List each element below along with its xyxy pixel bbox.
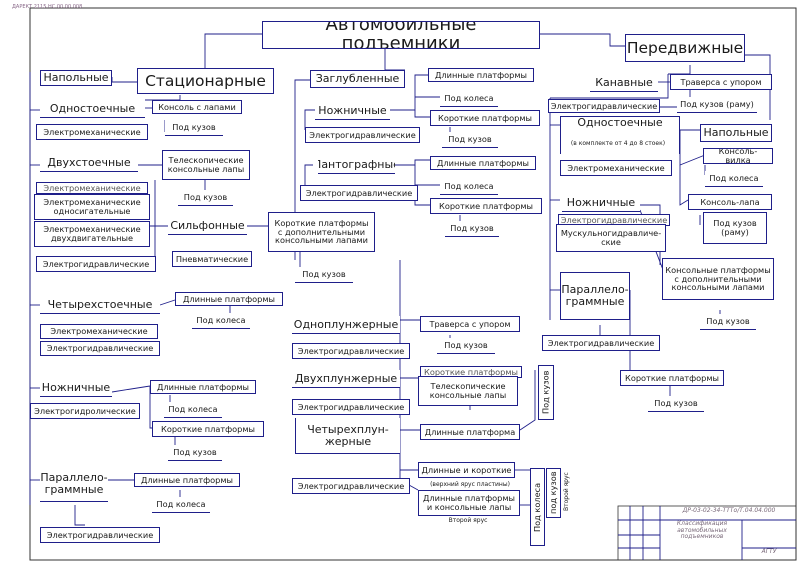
node-mobile: Передвижные	[625, 34, 745, 62]
node-mobile-scissor-body: Под кузов	[700, 314, 756, 330]
node-recessed-pantograph: Пантографные	[318, 156, 395, 174]
node-stationary-two-post: Двухстоечные	[40, 154, 138, 172]
node-vertical-wheel: Под колеса	[530, 468, 545, 546]
node-pit-traverse: Траверса с упором	[670, 74, 772, 90]
node-mobile-parallel-drive: Электрогидравлические	[542, 335, 660, 351]
node-single-post-drive: Электромеханические	[36, 124, 148, 140]
node-four-post-drive-2: Электрогидравлические	[40, 341, 160, 356]
node-recessed-scissor-wheel: Под колеса	[440, 91, 498, 107]
node-four-post-platforms: Длинные платформы	[175, 292, 283, 306]
node-parallel-wheel: Под колеса	[152, 497, 210, 513]
node-stationary: Стационарные	[137, 68, 274, 94]
node-floor-fork: Консоль-вилка	[703, 148, 773, 164]
node-mobile-scissor-drive-2: Мускульногидравличе- ские	[556, 224, 666, 252]
node-bellows-platforms: Короткие платформы с дополнительными кон…	[268, 212, 375, 252]
node-recessed: Заглубленные	[310, 70, 405, 88]
node-parallel-long: Длинные платформы	[134, 473, 240, 487]
node-scissor-body: Под кузов	[168, 445, 222, 461]
node-one-plunger-traverse: Траверса с упором	[420, 316, 520, 332]
node-stationary-bellows: Сильфонные	[168, 217, 247, 235]
node-mobile-parallel-short: Короткие платформы	[620, 370, 724, 386]
node-vertical-body-1: Под кузов	[538, 365, 554, 420]
node-parallel-drive: Электрогидравлические	[40, 527, 160, 543]
node-two-plunger-telescopic: Телескопические консольные лапы	[418, 376, 518, 406]
node-stationary-four-post: Четырехстоечные	[40, 296, 160, 314]
node-vertical-second-tier: Второй ярус	[562, 468, 572, 516]
node-stationary-parallel: Параллело- граммные	[40, 466, 108, 502]
node-four-post-wheel: Под колеса	[192, 313, 250, 329]
node-stationary-single-post: Одностоечные	[40, 100, 145, 118]
node-scissor-long: Длинные платформы	[150, 380, 256, 394]
node-floor-wheel: Под колеса	[705, 171, 763, 187]
node-single-post-console: Консоль с лапами	[152, 100, 242, 114]
node-mobile-scissor: Ножничные	[562, 194, 640, 212]
node-recessed-scissor-long: Длинные платформы	[428, 68, 534, 82]
node-pit-body: Под кузов (раму)	[677, 97, 757, 113]
node-four-plunger-long: Длинные платформа	[420, 424, 520, 440]
node-single-post-body: Под кузов	[165, 120, 223, 136]
node-scissor-drive: Электрогидролические	[30, 403, 140, 419]
node-one-plunger-body: Под кузов	[437, 338, 495, 354]
node-mobile-parallel-body: Под кузов	[648, 396, 704, 412]
node-scissor-wheel: Под колеса	[164, 402, 222, 418]
node-two-post-drive-1: Электромеханические односигательные	[34, 194, 150, 220]
node-pantograph-wheel: Под колеса	[440, 179, 498, 195]
node-two-post-drive-2: Электромеханические двухдвигательные	[34, 221, 150, 247]
node-mobile-scissor-platforms: Консольные платформы с дополнительными к…	[662, 258, 774, 300]
node-recessed-scissor-short: Короткие платформы	[430, 110, 540, 126]
node-mobile-parallel: Параллело- граммные	[560, 272, 630, 320]
node-four-plunger-long-short: Длинные и короткие	[418, 462, 515, 478]
node-recessed-two-plunger: Двухплунжерные	[292, 370, 400, 388]
node-four-post-drive-1: Электромеханические	[40, 324, 158, 339]
diagram-title: Автомобильные подъемники	[262, 21, 540, 49]
node-stationary-scissor: Ножничные	[40, 379, 112, 397]
node-stationary-floor: Напольные	[40, 70, 112, 86]
node-mobile-pit: Канавные	[590, 74, 658, 92]
stamp-org: АГТУ	[761, 548, 777, 555]
node-two-post-drive-3: Электрогидравлические	[36, 256, 156, 272]
node-one-plunger-drive: Электрогидравлические	[292, 343, 410, 359]
node-recessed-one-plunger: Одноплунжерные	[292, 316, 400, 334]
node-mobile-single-post-drive: Электромеханические	[560, 160, 672, 176]
node-bellows-drive: Пневматические	[172, 251, 252, 267]
node-pantograph-long: Длинные платформы	[430, 156, 536, 170]
corner-note: ДАРЕКТ 2115.НС.00.00.008	[12, 4, 83, 10]
node-bellows-body: Под кузов	[295, 267, 353, 283]
node-four-plunger-long-console: Длинные платформы и консольные лапы	[418, 490, 520, 516]
node-two-post-drive-ghost: Электромеханические	[36, 182, 148, 194]
node-mobile-floor: Напольные	[700, 124, 772, 142]
node-four-plunger-drive: Электрогидравлические	[292, 478, 410, 494]
node-recessed-scissor-drive: Электрогидравлические	[305, 127, 420, 143]
stamp-title: Классификация автомобильных подъемников	[676, 520, 728, 541]
node-two-plunger-drive: Электрогидравлические	[292, 399, 410, 415]
node-floor-body: Под кузов (раму)	[703, 212, 767, 244]
node-two-post-telescopic: Телескопические консольные лапы	[162, 150, 250, 180]
node-two-post-body: Под кузов	[178, 190, 233, 206]
node-vertical-body-2: под кузов	[546, 468, 561, 518]
node-four-plunger-second-tier: Второй ярус	[438, 516, 498, 526]
node-floor-paw: Консоль-лапа	[688, 194, 772, 210]
node-pit-drive: Электрогидравлические	[548, 99, 660, 113]
node-four-plunger-long-short-note: (верхний ярус пластины)	[420, 480, 520, 490]
node-recessed-scissor-body: Под кузов	[442, 132, 498, 148]
node-pantograph-short: Короткие платформы	[430, 198, 542, 214]
node-scissor-short: Короткие платформы	[152, 421, 264, 437]
node-recessed-scissor: Ножничные	[315, 102, 390, 120]
stamp-code: ДР-03-02-34-ТТТо/Т.04.04.000	[682, 507, 776, 514]
node-pantograph-drive: Электрогидравлические	[300, 185, 418, 201]
node-pantograph-body: Под кузов	[445, 221, 499, 237]
node-mobile-single-post-note: (в комплекте от 4 до 8 стоек)	[563, 139, 673, 149]
node-recessed-four-plunger: Четырехплун- жерные	[295, 418, 400, 454]
